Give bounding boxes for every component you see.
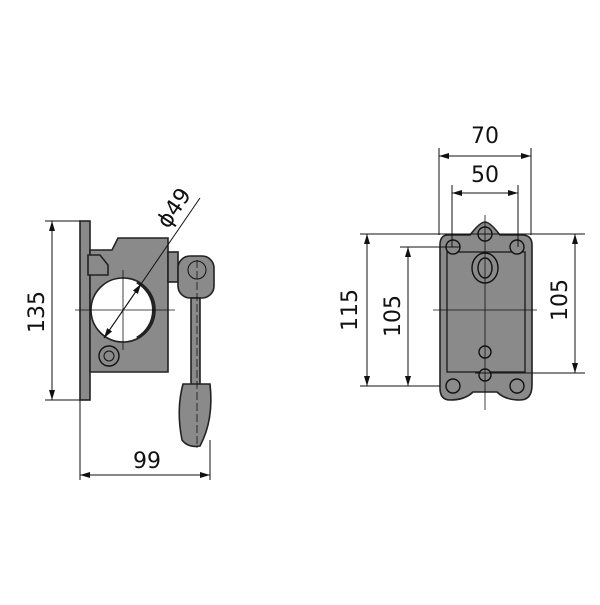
lever-hub [177, 255, 215, 299]
height-dim-135: 135 [25, 291, 50, 333]
spacing-dim-105-right: 105 [548, 279, 573, 321]
width-dim-70: 70 [471, 124, 499, 149]
width-dim-99: 99 [133, 449, 161, 474]
diameter-dim-49: ϕ49 [152, 184, 197, 233]
lever-grip [178, 383, 212, 448]
bolt-head [98, 345, 120, 367]
mounting-plate [79, 220, 91, 401]
side-view: 135 ϕ49 99 [25, 184, 215, 480]
width-dim-50: 50 [471, 163, 499, 188]
height-dim-115: 115 [338, 289, 363, 331]
front-view: 70 50 115 105 105 [338, 124, 585, 410]
lever-rod [190, 297, 201, 387]
spacing-dim-105-left: 105 [381, 295, 406, 337]
base-plate [439, 221, 533, 401]
